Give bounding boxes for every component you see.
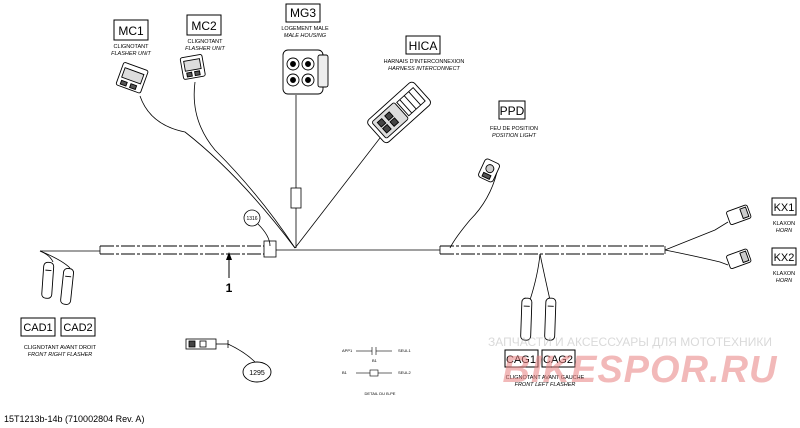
kx1-connector (726, 204, 752, 226)
kx2-callout: KX2 KLAXON HORN (771, 247, 797, 284)
cad-fr: CLIGNOTANT AVANT DROIT (24, 345, 97, 351)
callout-1295: 1295 (242, 361, 272, 383)
detail-row1-right: SEUL1 (398, 348, 411, 353)
mc2-callout: MC2 CLIGNOTANT FLASHER UNIT (185, 14, 226, 52)
watermark-tagline: ЗАПЧАСТИ И АКСЕССУАРЫ ДЛЯ МОТОТЕХНИКИ (488, 335, 772, 349)
mc2-en: FLASHER UNIT (185, 46, 225, 52)
cad1-code: CAD1 (23, 322, 52, 334)
detail-row2-left: B1 (342, 370, 348, 375)
kx2-connector (726, 248, 752, 270)
kx2-en: HORN (776, 278, 792, 284)
callout-1316: 1316 (243, 209, 261, 227)
mg3-en: MALE HOUSING (284, 33, 327, 39)
detail-row2-right: SEUL2 (398, 370, 411, 375)
kx1-en: HORN (776, 228, 792, 234)
hica-fr: HARNAIS D'INTERCONNEXION (384, 59, 465, 65)
detail-row1-left: APP1 (342, 348, 353, 353)
cad-connectors (41, 261, 74, 305)
kx2-code: KX2 (774, 252, 795, 264)
cag-en: FRONT LEFT FLASHER (515, 382, 576, 388)
ppd-callout: PPD FEU DE POSITION POSITION LIGHT (490, 100, 538, 139)
kx1-callout: KX1 KLAXON HORN (771, 197, 797, 234)
hica-en: HARNESS INTERCONNECT (388, 66, 460, 72)
mc1-en: FLASHER UNIT (111, 51, 151, 57)
mc2-code: MC2 (191, 19, 217, 33)
cag-connectors (520, 297, 557, 341)
detail-mid: B1 (372, 358, 378, 363)
mg3-fr: LOGEMENT MALE (281, 26, 329, 32)
mc1-connector (115, 62, 149, 94)
cad-callout: CAD1 CAD2 CLIGNOTANT AVANT DROIT FRONT R… (20, 317, 97, 358)
item-1-label: 1 (226, 281, 233, 295)
mc2-fr: CLIGNOTANT (187, 39, 223, 45)
document-number: 15T1213b-14b (710002804 Rev. A) (4, 414, 144, 424)
mc1-fr: CLIGNOTANT (113, 44, 149, 50)
mc1-callout: MC1 CLIGNOTANT FLASHER UNIT (111, 19, 152, 57)
callout-1295-text: 1295 (249, 370, 265, 377)
cad-en: FRONT RIGHT FLASHER (28, 352, 93, 358)
mg3-connector (282, 49, 329, 95)
kx1-fr: KLAXON (773, 221, 795, 227)
callout-1316-text: 1316 (246, 216, 257, 222)
hica-connector (367, 81, 431, 144)
kx1-code: KX1 (774, 202, 795, 214)
main-harness (40, 240, 666, 258)
schematic-detail: APP1 SEUL1 B1 B1 SEUL2 DETAIL DU B-PE (342, 347, 411, 396)
ppd-code: PPD (500, 104, 525, 118)
ppd-fr: FEU DE POSITION (490, 126, 538, 132)
hica-callout: HICA HARNAIS D'INTERCONNEXION HARNESS IN… (384, 35, 465, 72)
item-1-arrow: 1 (226, 252, 233, 295)
cag-fr: CLIGNOTANT AVANT GAUCHE (506, 375, 585, 381)
ppd-en: POSITION LIGHT (492, 133, 537, 139)
watermark: ЗАПЧАСТИ И АКСЕССУАРЫ ДЛЯ МОТОТЕХНИКИ BI… (488, 335, 778, 391)
watermark-brand: BIKESPOR.RU (503, 349, 778, 391)
mc2-connector (179, 54, 206, 80)
fuse-detail (185, 338, 256, 363)
detail-caption: DETAIL DU B-PE (365, 391, 396, 396)
branch-wires (39, 81, 729, 301)
cag1-code: CAG1 (506, 354, 536, 366)
hica-code: HICA (409, 39, 438, 53)
cag2-code: CAG2 (543, 354, 573, 366)
kx2-fr: KLAXON (773, 271, 795, 277)
cad2-code: CAD2 (63, 322, 92, 334)
mg3-callout: MG3 LOGEMENT MALE MALE HOUSING (281, 3, 329, 39)
mc1-code: MC1 (118, 24, 144, 38)
cag-callout: CAG1 CAG2 CLIGNOTANT AVANT GAUCHE FRONT … (504, 349, 585, 388)
ppd-connector (478, 158, 500, 183)
mg3-code: MG3 (290, 6, 316, 20)
